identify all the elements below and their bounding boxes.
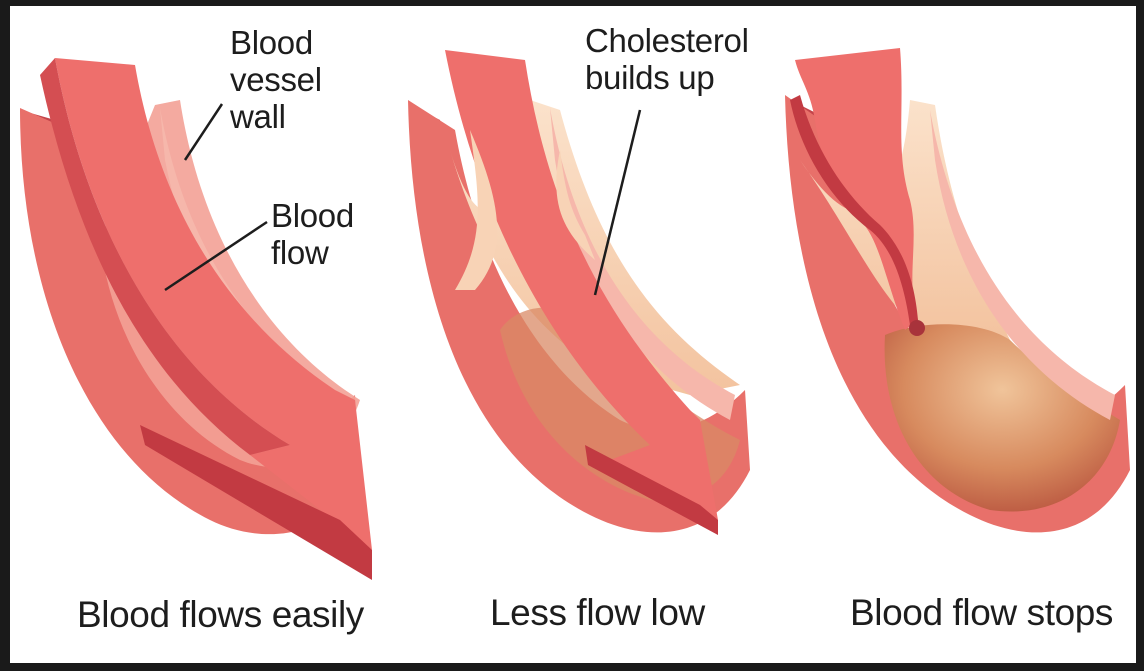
label-blood-vessel-wall: Blood vessel wall	[230, 24, 322, 135]
label-cholesterol: Cholesterol builds up	[585, 22, 749, 96]
label-blood-flow: Blood flow	[271, 197, 354, 271]
caption-less-flow: Less flow low	[490, 593, 705, 633]
panel-normal-artery	[20, 58, 372, 580]
panel-narrowed-artery	[408, 50, 750, 535]
leader-vessel-wall	[185, 104, 222, 160]
caption-blood-flow-stops: Blood flow stops	[850, 593, 1113, 633]
blood-clot	[885, 324, 1120, 511]
panel-blocked-artery	[785, 48, 1130, 532]
caption-blood-flows-easily: Blood flows easily	[77, 595, 364, 635]
clot-point	[909, 320, 925, 336]
